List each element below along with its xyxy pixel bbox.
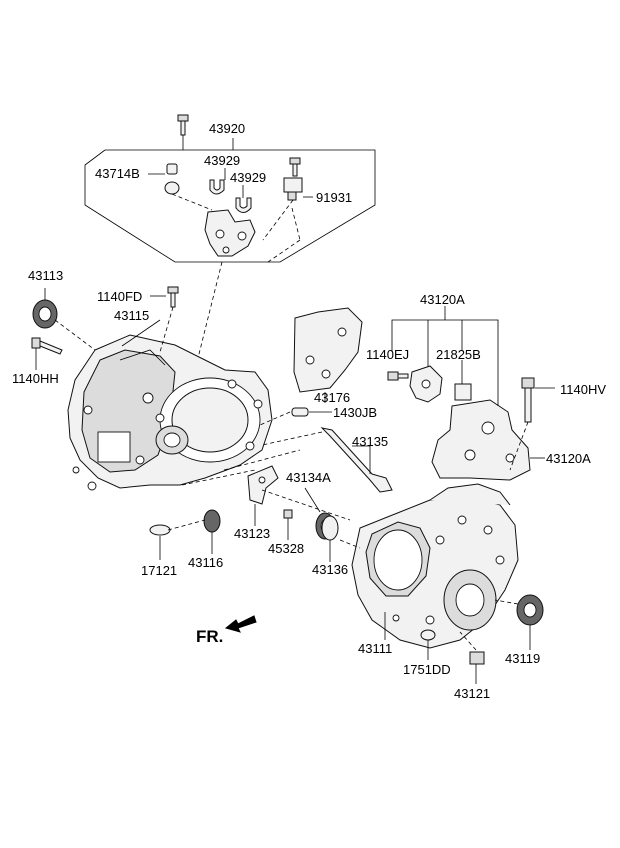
part-label-43135: 43135 — [352, 434, 388, 449]
mounting-bracket-icon — [293, 307, 363, 393]
part-label-21825B: 21825B — [436, 347, 481, 362]
part-label-43134A: 43134A — [286, 470, 331, 485]
part-label-1140FD: 1140FD — [97, 289, 142, 304]
part-label-91931: 91931 — [316, 190, 352, 205]
part-label-43123: 43123 — [234, 526, 270, 541]
transaxle-case-icon — [351, 483, 519, 649]
clutch-housing-icon — [67, 334, 273, 491]
bolt-icon — [177, 114, 189, 136]
part-label-43116: 43116 — [188, 555, 223, 570]
bolt-icon — [283, 509, 293, 519]
shift-bracket-group — [84, 114, 376, 263]
part-label-17121: 17121 — [141, 563, 177, 578]
gasket-icon — [420, 629, 436, 641]
washer-icon — [321, 515, 339, 541]
rubber-block-icon — [454, 383, 472, 401]
shift-bracket-icon — [204, 209, 256, 257]
part-label-1140HV: 1140HV — [560, 382, 606, 397]
part-label-1140HH: 1140HH — [12, 371, 59, 386]
part-label-43176: 43176 — [314, 390, 350, 405]
oil-seal-icon — [516, 594, 544, 626]
part-label-43121: 43121 — [454, 686, 490, 701]
rubber-damper-icon — [409, 365, 443, 403]
part-label-45328: 45328 — [268, 541, 304, 556]
part-label-1430JB: 1430JB — [333, 405, 377, 420]
part-label-43714B: 43714B — [95, 166, 140, 181]
part-label-43119: 43119 — [505, 651, 540, 666]
part-label-43111: 43111 — [358, 641, 392, 656]
bolt-icon — [31, 337, 63, 355]
part-label-1751DD: 1751DD — [403, 662, 451, 677]
part-label-43136: 43136 — [312, 562, 348, 577]
part-label-43120A: 43120A — [546, 451, 591, 466]
bushing-icon — [164, 163, 180, 195]
part-label-43929: 43929 — [230, 170, 266, 185]
part-label-43120A: 43120A — [420, 292, 465, 307]
part-label-1140EJ: 1140EJ — [366, 347, 409, 362]
transmission-mount-icon — [431, 399, 531, 481]
part-label-43115: 43115 — [114, 308, 149, 323]
front-direction-arrow-icon — [224, 615, 257, 633]
drain-plug-icon — [469, 651, 485, 665]
bolt-icon — [283, 157, 303, 201]
cover-plate-icon — [247, 465, 279, 505]
part-label-43113: 43113 — [28, 268, 63, 283]
clip-icon — [235, 197, 252, 213]
gasket-icon — [149, 524, 171, 536]
part-label-43920: 43920 — [209, 121, 245, 136]
bolt-icon — [387, 371, 409, 381]
pin-icon — [291, 407, 309, 417]
clip-icon — [209, 179, 225, 195]
part-label-43929: 43929 — [204, 153, 240, 168]
front-direction-label: FR. — [196, 627, 223, 646]
oil-seal-icon — [32, 299, 58, 329]
magnet-icon — [203, 509, 221, 533]
bolt-icon — [167, 286, 179, 308]
bolt-icon — [521, 377, 535, 423]
shift-rod-icon — [320, 427, 393, 493]
